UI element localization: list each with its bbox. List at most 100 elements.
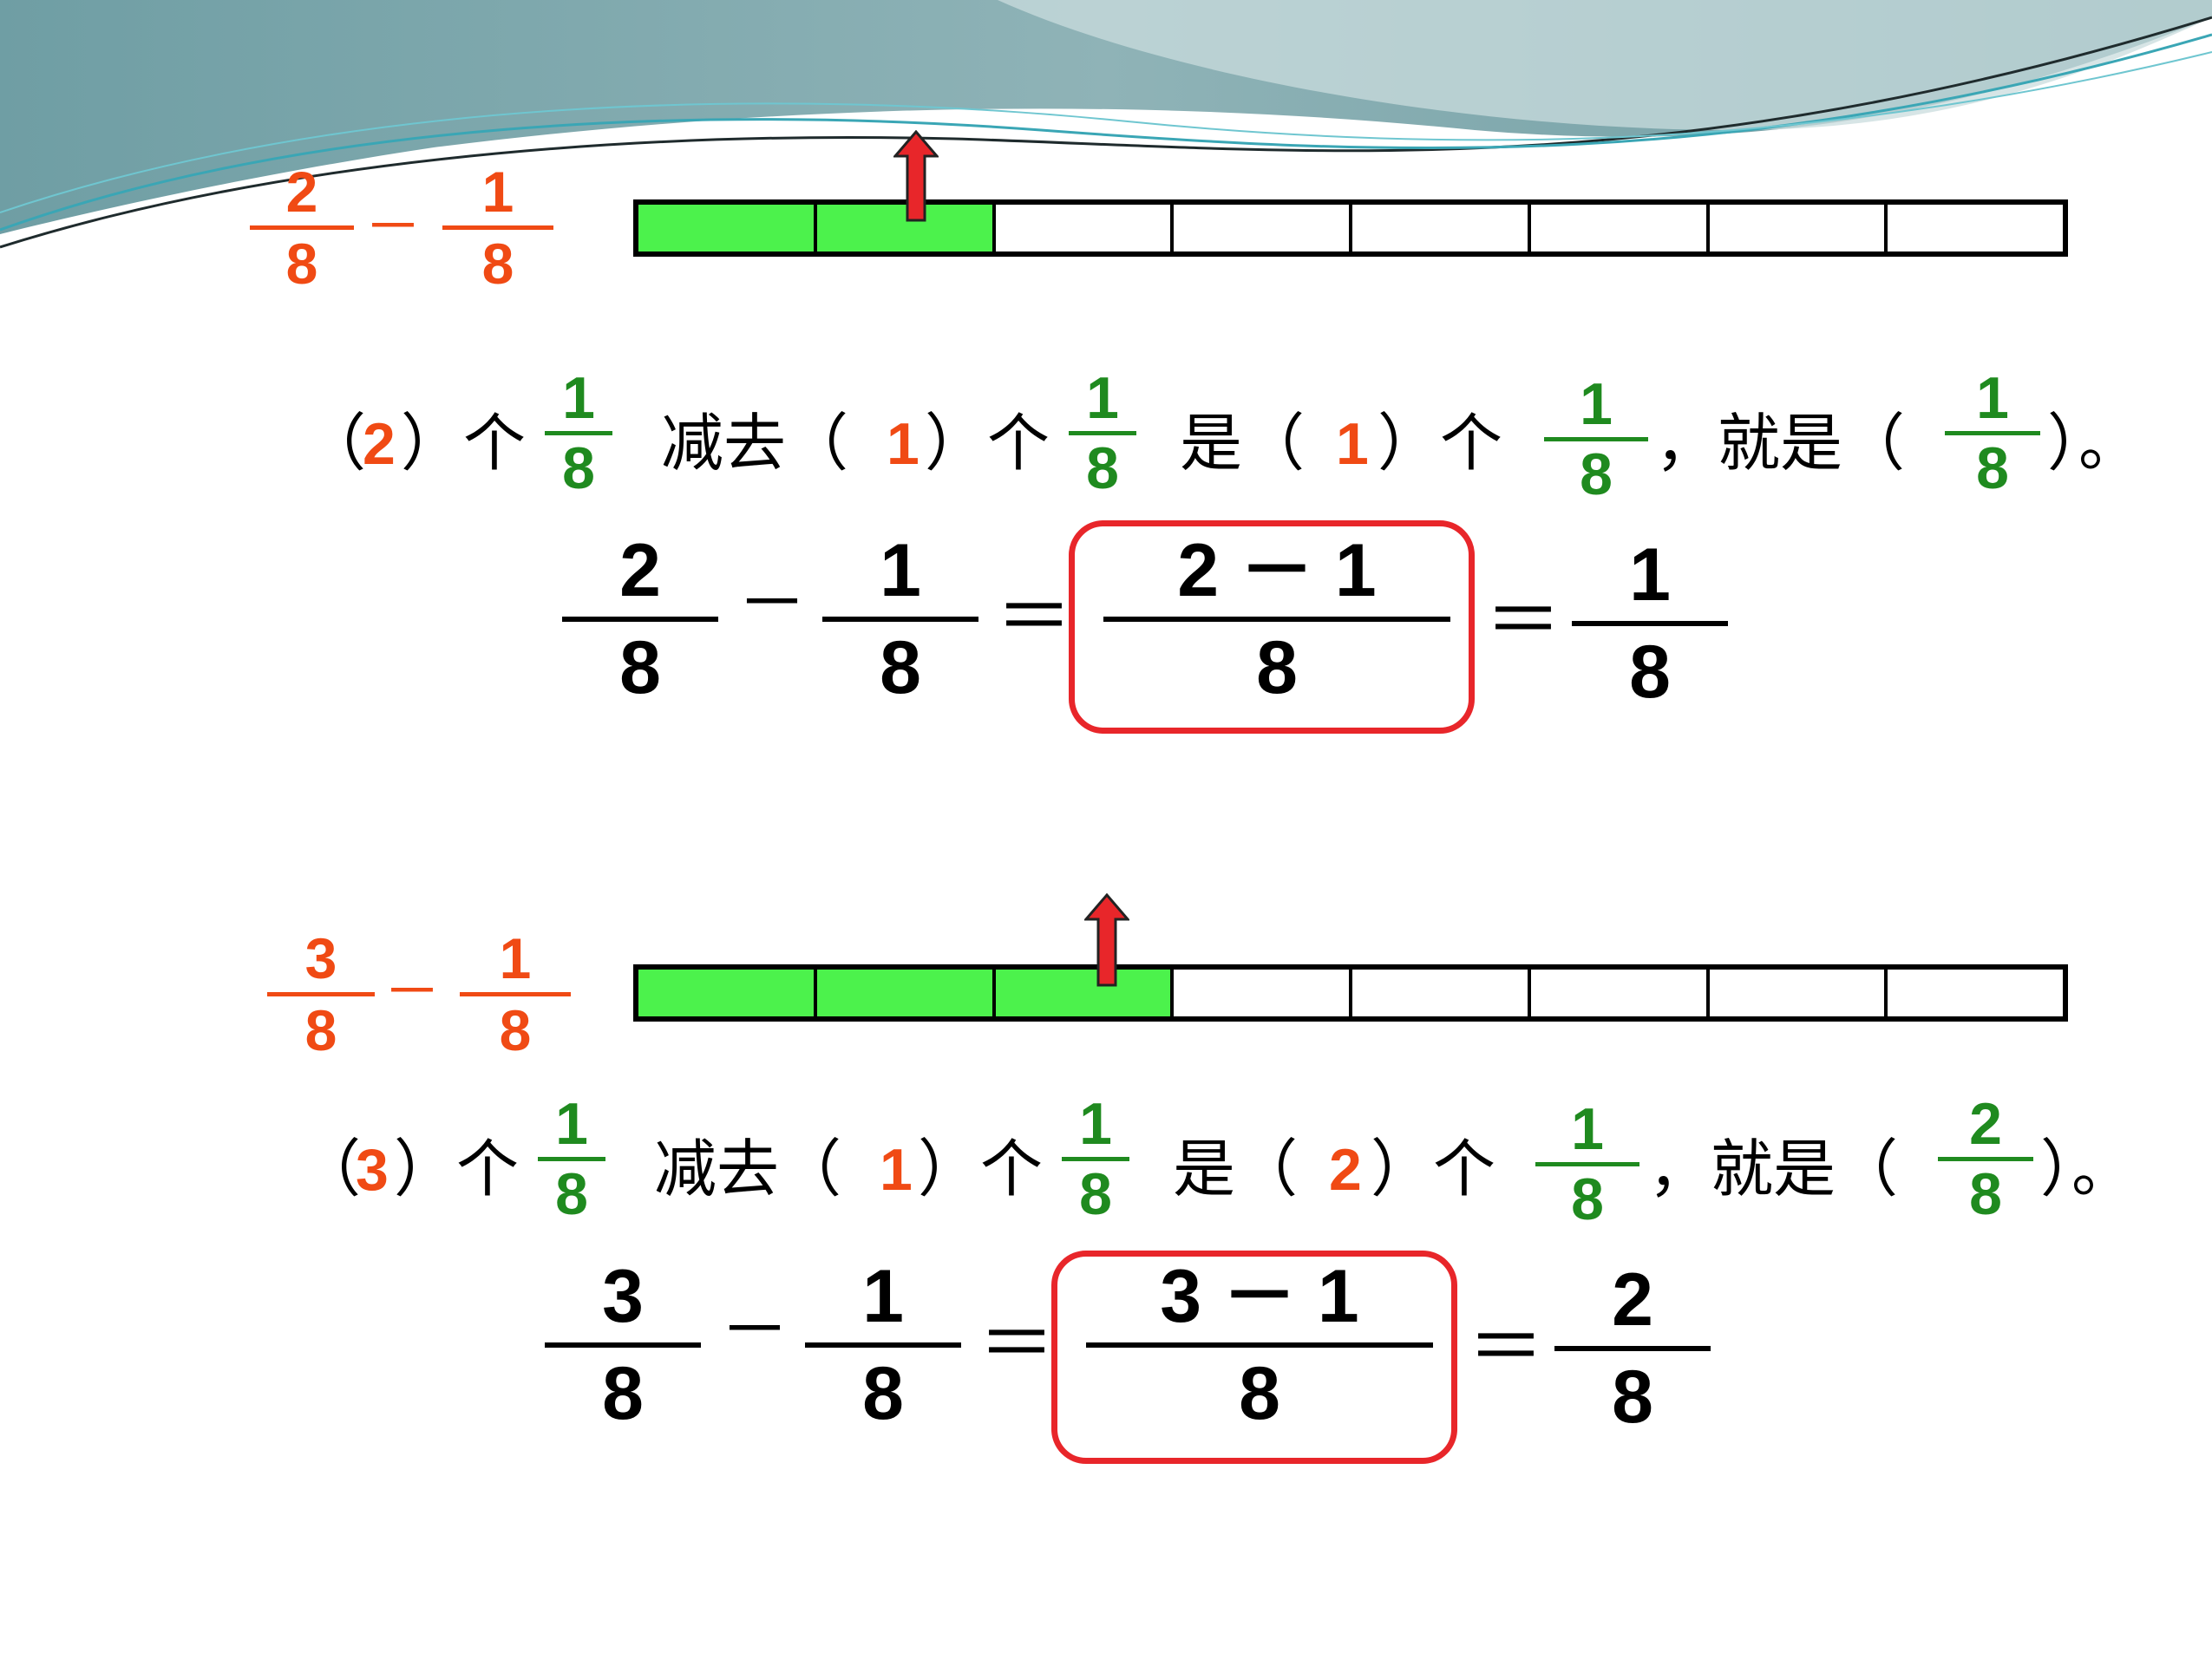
s2-highlight-box — [1051, 1251, 1457, 1464]
s2-eq-fraction-a: 3 8 — [545, 1259, 701, 1431]
s1-sentence-fraction-4: 1 8 — [1945, 369, 2040, 498]
s1-f4-denominator: 8 — [1976, 435, 2009, 501]
s2-subtract-text: 减去（ — [654, 1133, 842, 1205]
s2-f4-denominator: 8 — [1969, 1161, 2002, 1227]
s1-sentence-fraction-3: 1 8 — [1544, 375, 1648, 504]
s1-f2-denominator: 8 — [1086, 435, 1119, 501]
s1-answer-result-count: 1 — [1336, 411, 1369, 477]
fraction-bar — [1938, 1157, 2033, 1161]
s2-sentence-end: ）。 — [2040, 1133, 2135, 1205]
fraction-bar — [1535, 1162, 1639, 1166]
strip-cell-empty — [1888, 970, 2063, 1016]
fraction-bar — [822, 617, 978, 622]
fraction-bar — [1069, 431, 1136, 435]
strip-cell-empty — [1710, 205, 1888, 251]
s1-f4-numerator: 1 — [1976, 365, 2009, 431]
wave-light-band — [998, 0, 2212, 130]
s2-eq-fraction-b: 1 8 — [805, 1259, 961, 1431]
strip-cell-empty — [1174, 205, 1352, 251]
s2-sentence-fraction-1: 1 8 — [538, 1094, 605, 1224]
fraction-bar — [1103, 617, 1450, 622]
s1-label-fraction-a: 2 8 — [250, 163, 354, 292]
s2-f3-denominator: 8 — [1571, 1166, 1604, 1232]
s2-fraction-strip — [633, 964, 2068, 1022]
s1-f1-numerator: 1 — [562, 365, 595, 431]
strip-cell-filled — [995, 970, 1175, 1016]
wave-line-1 — [0, 16, 2212, 249]
s1-subtract-text: 减去（ — [661, 407, 849, 480]
s1-sentence-end: ）。 — [2047, 407, 2142, 480]
s2-eq-box-numerator: 3 － 1 — [1160, 1255, 1359, 1338]
s2-eq-equals-1: ＝ — [978, 1301, 1056, 1387]
s1-eq-b-numerator: 1 — [880, 529, 921, 612]
strip-cell-filled — [638, 205, 817, 251]
strip-cell-empty — [1888, 205, 2063, 251]
s1-eq-result-fraction: 1 8 — [1572, 538, 1728, 709]
s2-answer-result-count: 2 — [1329, 1137, 1362, 1203]
s1-eq-equals-1: ＝ — [996, 574, 1073, 660]
s1-f3-numerator: 1 — [1580, 371, 1613, 437]
fraction-bar — [805, 1342, 961, 1348]
s2-label-a-numerator: 3 — [304, 926, 337, 990]
s1-answer-count: 2 — [363, 411, 396, 477]
s1-eq-box-numerator: 2 － 1 — [1177, 529, 1377, 612]
s2-close-ge-1: ）个 — [394, 1133, 520, 1205]
strip-cell-empty — [1352, 970, 1531, 1016]
s2-label-fraction-b: 1 8 — [460, 930, 571, 1059]
s2-is-text: 是（ — [1173, 1133, 1299, 1205]
strip-cell-empty — [996, 205, 1175, 251]
s1-open-paren: （ — [304, 407, 367, 480]
fraction-bar — [538, 1157, 605, 1161]
s2-f1-denominator: 8 — [555, 1161, 588, 1227]
fraction-bar — [442, 225, 553, 230]
fraction-bar — [267, 992, 375, 996]
fraction-bar — [1572, 621, 1728, 626]
s1-eq-a-denominator: 8 — [619, 626, 661, 709]
s2-label-fraction-a: 3 8 — [267, 930, 375, 1059]
s1-that-is-text: ，就是（ — [1655, 407, 1906, 480]
strip-cell-empty — [1710, 970, 1888, 1016]
s2-answer-count: 3 — [356, 1137, 389, 1203]
s1-f1-denominator: 8 — [562, 435, 595, 501]
strip-cell-empty — [1531, 970, 1710, 1016]
strip-cell-filled — [638, 970, 817, 1016]
s1-eq-result-denominator: 8 — [1629, 630, 1671, 714]
strip-cell-empty — [1352, 205, 1531, 251]
s1-fraction-strip — [633, 199, 2068, 257]
s2-eq-box-denominator: 8 — [1239, 1352, 1280, 1435]
s2-sentence-fraction-3: 1 8 — [1535, 1100, 1639, 1229]
s2-label-b-numerator: 1 — [499, 926, 532, 990]
s1-f2-numerator: 1 — [1086, 365, 1119, 431]
s1-answer-subtrahend: 1 — [887, 411, 919, 477]
s2-f3-numerator: 1 — [1571, 1096, 1604, 1162]
s2-label-minus: － — [383, 959, 441, 1023]
s2-eq-minus: － — [720, 1291, 789, 1368]
s2-f1-numerator: 1 — [555, 1091, 588, 1157]
s2-label-b-denominator: 8 — [499, 998, 532, 1062]
s2-eq-b-denominator: 8 — [862, 1352, 904, 1435]
s2-eq-a-numerator: 3 — [602, 1255, 644, 1338]
s2-that-is-text: ，就是（ — [1648, 1133, 1899, 1205]
s1-label-a-numerator: 2 — [285, 160, 318, 224]
s2-f2-numerator: 1 — [1079, 1091, 1112, 1157]
s2-answer-subtrahend: 1 — [880, 1137, 913, 1203]
wave-line-3 — [0, 51, 2212, 213]
fraction-bar — [545, 1342, 701, 1348]
s2-up-arrow-icon — [1084, 893, 1129, 987]
s2-eq-a-denominator: 8 — [602, 1352, 644, 1435]
s2-eq-result-fraction: 2 8 — [1554, 1263, 1711, 1434]
s1-up-arrow-icon — [893, 130, 939, 222]
s2-open-paren: （ — [298, 1133, 362, 1205]
wave-header-decoration — [0, 0, 2212, 249]
fraction-bar — [562, 617, 718, 622]
fraction-bar — [1544, 437, 1648, 441]
s2-f4-numerator: 2 — [1969, 1091, 2002, 1157]
s1-eq-result-numerator: 1 — [1629, 533, 1671, 617]
s2-eq-b-numerator: 1 — [862, 1255, 904, 1338]
s1-eq-equals-2: ＝ — [1485, 578, 1562, 663]
s2-eq-result-denominator: 8 — [1612, 1355, 1653, 1439]
s1-label-minus: － — [364, 194, 422, 258]
fraction-bar — [1086, 1342, 1433, 1348]
s1-close-ge-2: ）个 — [925, 407, 1050, 480]
